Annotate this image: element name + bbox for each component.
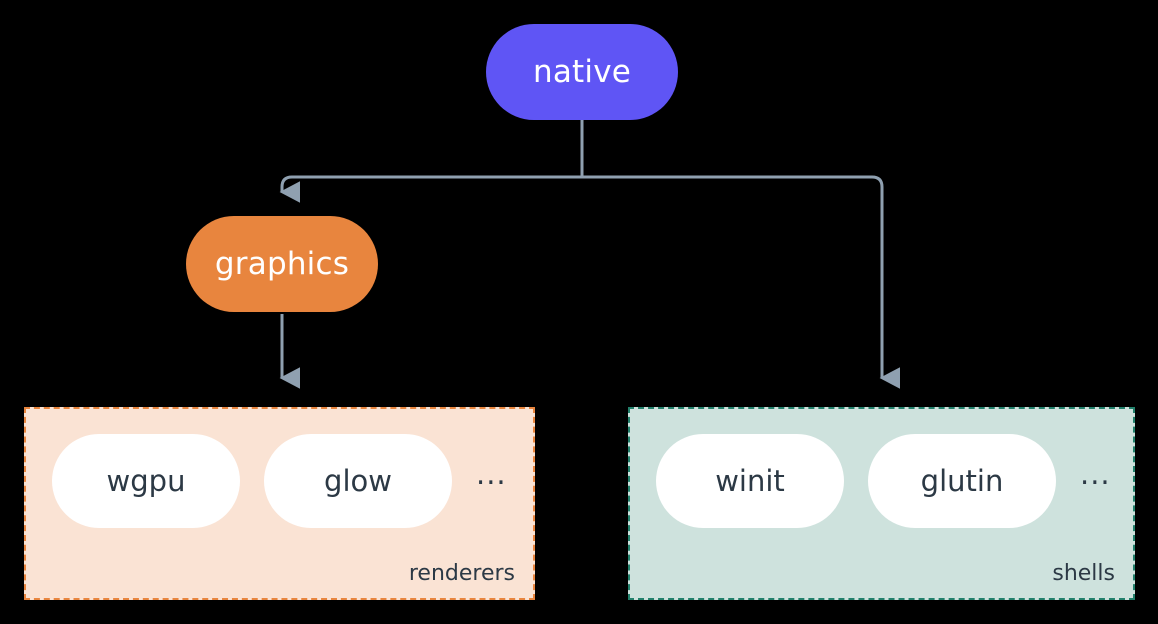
shells-ellipsis: ... [1080, 456, 1111, 491]
group-renderers-items: wgpu glow ... [26, 434, 533, 528]
renderers-ellipsis: ... [476, 456, 507, 491]
leaf-winit-label: winit [715, 464, 785, 498]
leaf-wgpu-label: wgpu [106, 464, 186, 498]
leaf-wgpu[interactable]: wgpu [52, 434, 240, 528]
group-renderers-label: renderers [408, 561, 515, 586]
leaf-glutin[interactable]: glutin [868, 434, 1056, 528]
edge-native-to-shells [582, 175, 900, 389]
edge-native-to-graphics [279, 175, 582, 203]
node-native-label: native [532, 54, 632, 90]
leaf-winit[interactable]: winit [656, 434, 844, 528]
node-graphics-label: graphics [214, 246, 350, 282]
group-renderers[interactable]: wgpu glow ... renderers [24, 407, 535, 600]
group-shells[interactable]: winit glutin ... shells [628, 407, 1135, 600]
leaf-glow[interactable]: glow [264, 434, 452, 528]
node-native[interactable]: native [486, 24, 678, 120]
group-shells-items: winit glutin ... [630, 434, 1133, 528]
leaf-glutin-label: glutin [920, 464, 1004, 498]
leaf-glow-label: glow [324, 464, 392, 498]
group-shells-label: shells [1052, 561, 1115, 586]
node-graphics[interactable]: graphics [186, 216, 378, 312]
